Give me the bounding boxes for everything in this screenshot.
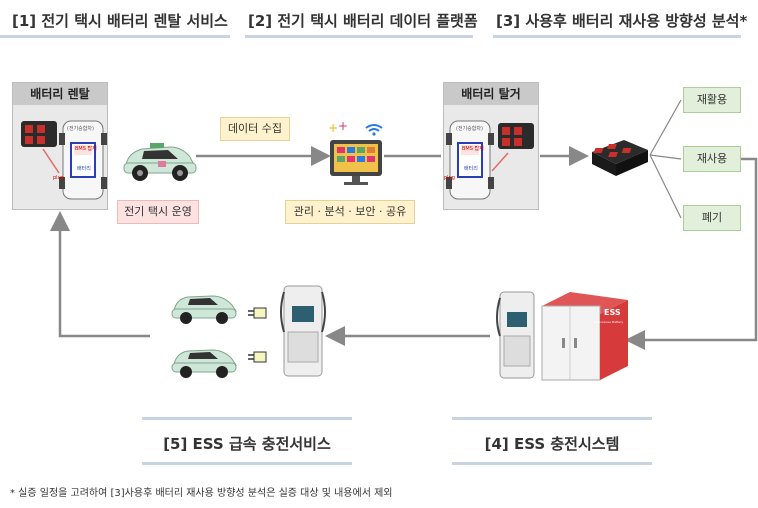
rental-car-chassis-icon (21, 120, 107, 200)
platform-functions-label: 관리 · 분석 · 보안 · 공유 (285, 200, 415, 224)
section-title-1: [1] 전기 택시 배터리 렌탈 서비스 (12, 12, 228, 30)
branch-dispose (649, 154, 682, 219)
section-underline-3 (493, 35, 741, 38)
plug-icon-bottom (248, 351, 267, 363)
data-collection-label: 데이터 수집 (220, 117, 290, 141)
option-dispose: 폐기 (683, 205, 741, 231)
rental-plug-label: plug (53, 175, 64, 181)
charging-car-top-icon (171, 295, 237, 324)
ess-cabinet-label: ESS (604, 308, 621, 317)
branch-reuse (649, 154, 682, 160)
arrow-to-ess (625, 157, 758, 350)
section-underline-5 (142, 462, 352, 465)
rental-battery-label: 배터리 (77, 166, 91, 172)
data-platform-icon: + + (328, 119, 383, 185)
section-title-5: [5] ESS 급속 충전서비스 (163, 435, 331, 453)
taxi-operation-label: 전기 택시 운영 (117, 200, 199, 224)
battery-rental-header: 배터리 렌탈 (13, 83, 107, 105)
svg-text:+: + (338, 119, 348, 133)
fast-charger-icon (280, 285, 326, 377)
section-title-3: [3] 사용후 배터리 재사용 방향성 분석* (496, 12, 748, 30)
ess-charger-icon (496, 291, 535, 379)
section-underline-2 (245, 35, 473, 38)
footnote: * 실증 일정을 고려하여 [3]사용후 배터리 재사용 방향성 분석은 실증 … (10, 488, 393, 499)
detach-battery-label: 배터리 (464, 166, 478, 172)
section-underline-1 (0, 35, 230, 38)
branch-recycle (649, 99, 682, 156)
electric-taxi-icon (123, 143, 197, 181)
section-title-4: [4] ESS 충전시스템 (484, 435, 620, 453)
detach-car-type-label: (전기승합차) (456, 126, 483, 132)
section-underline-4 (452, 462, 652, 465)
battery-rental-box: 배터리 렌탈 (전기승합차) BMS 탑재 배터리 plug (12, 82, 108, 210)
charging-car-bottom-icon (171, 349, 237, 378)
rental-bms-label: BMS 탑재 (75, 146, 97, 152)
section-underline-5-top (142, 417, 352, 420)
option-reuse: 재사용 (683, 146, 741, 172)
ess-cabinet-icon (541, 292, 628, 381)
battery-detach-box: 배터리 탈거 (전기승합차) BMS 탑재 배터리 plug (443, 82, 539, 210)
rental-car-type-label: (전기승합차) (67, 126, 94, 132)
section-underline-4-top (452, 417, 652, 420)
detach-bms-label: BMS 탑재 (462, 146, 484, 152)
plug-icon-top (248, 307, 267, 319)
option-recycle: 재활용 (683, 87, 741, 113)
svg-text:+: + (328, 121, 338, 135)
section-title-2: [2] 전기 택시 배터리 데이터 플랫폼 (248, 12, 478, 30)
ess-cabinet-sub-label: Re-purpose Battery (594, 320, 624, 324)
used-battery-pack-icon (592, 140, 648, 176)
battery-detach-header: 배터리 탈거 (444, 83, 538, 105)
detach-plug-label: plug (444, 175, 455, 181)
arrow-back-to-rental (50, 211, 150, 338)
detach-car-chassis-icon (446, 120, 534, 200)
